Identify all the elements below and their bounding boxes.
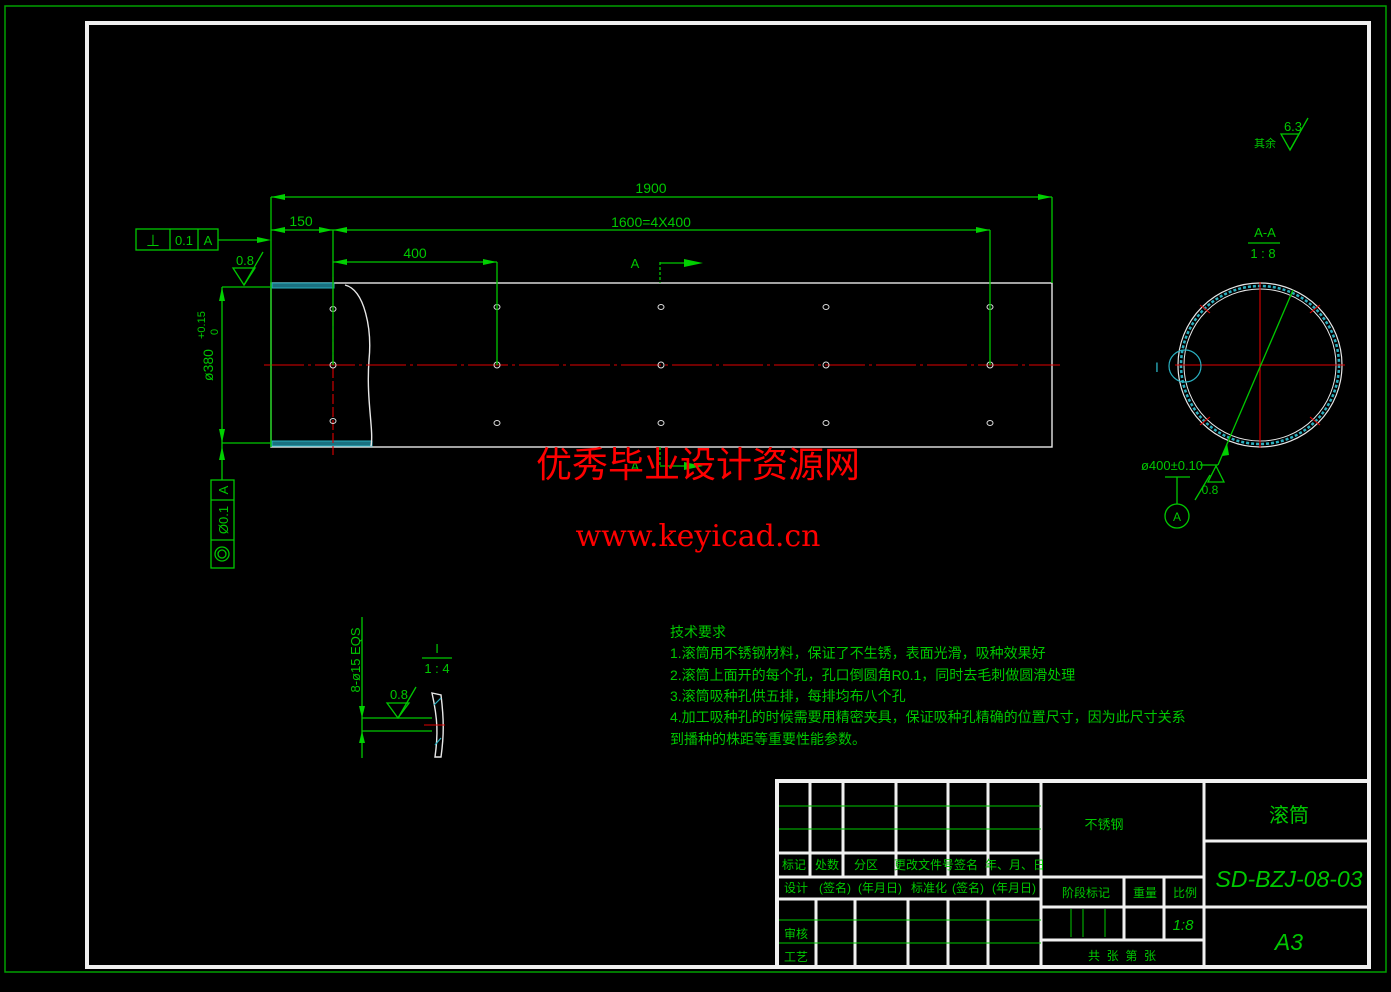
coaxiality-fcf xyxy=(210,479,235,569)
watermark-title: 优秀毕业设计资源网 xyxy=(536,445,860,486)
detail-label: I xyxy=(435,641,439,656)
tb-scale-value: 1:8 xyxy=(1173,917,1195,934)
tech-item: 3.滚筒吸种孔供五排，每排均布八个孔 xyxy=(670,688,906,704)
section-view: A-A 1 : 8 I ø400±0.10 0.8 A xyxy=(1141,225,1345,529)
sheet-outer-frame xyxy=(4,5,1387,973)
coaxiality-tolerance: Ø0.1 xyxy=(216,506,231,534)
tb-part-name: 滚筒 xyxy=(1269,804,1309,827)
tech-requirements-title: 技术要求 xyxy=(670,624,726,640)
section-datum: A xyxy=(1173,510,1181,524)
general-roughness-value: 6.3 xyxy=(1284,119,1302,134)
wall-hatch-top xyxy=(271,282,335,289)
tb-sheets: 共 张 第 张 xyxy=(1088,949,1156,963)
tb-material: 不锈钢 xyxy=(1084,817,1123,832)
tb-review: 审核 xyxy=(784,926,808,941)
fcf-datum: A xyxy=(204,233,213,248)
detail-marker-circle xyxy=(1168,349,1202,383)
section-diameter: ø400±0.10 xyxy=(1141,458,1203,473)
detail-scale: 1 : 4 xyxy=(424,661,449,676)
tb-rev-docno: 更改文件号 xyxy=(894,857,954,872)
tech-item: 2.滚筒上面开的每个孔，孔口倒圆角R0.1，同时去毛刺做圆滑处理 xyxy=(670,667,1075,683)
section-marker-top: A xyxy=(631,256,640,271)
dim-diameter-tol-upper: +0.15 xyxy=(196,311,208,339)
dim-diameter-tol-lower: 0 xyxy=(209,329,221,335)
roughness-symbol-icon xyxy=(1206,464,1226,483)
tb-rev-count: 处数 xyxy=(815,857,839,872)
tb-standard: 标准化 xyxy=(911,881,947,895)
tb-stage-mark: 阶段标记 xyxy=(1062,885,1110,900)
title-block: 标记 处数 分区 更改文件号 签名 年、月、日 设计 (签名) (年月日) 标准… xyxy=(775,779,1371,969)
roughness-symbol-icon xyxy=(1279,133,1301,152)
hole-callout: 8-ø15 EQS xyxy=(348,627,363,692)
main-view: 1900 150 1600=4X400 400 A A ⊥ 0.1 A xyxy=(135,180,1060,569)
tb-sheet-size: A3 xyxy=(1273,929,1303,955)
tb-standard-date: (年月日) xyxy=(992,881,1036,895)
tb-design-sign: (签名) xyxy=(819,880,851,895)
tb-process: 工艺 xyxy=(784,950,808,964)
detail-roughness: 0.8 xyxy=(390,687,408,702)
tb-design: 设计 xyxy=(784,881,808,895)
wall-hatch-bottom xyxy=(271,440,373,447)
break-line xyxy=(344,284,373,447)
detail-marker-label: I xyxy=(1155,359,1159,375)
general-roughness: 其余 6.3 xyxy=(1254,117,1309,152)
section-marker-bottom: A xyxy=(631,459,640,474)
general-roughness-label: 其余 xyxy=(1254,136,1276,150)
tech-requirements: 技术要求 1.滚筒用不锈钢材料，保证了不生锈，表面光滑，吸种效果好 2.滚筒上面… xyxy=(670,624,1186,747)
section-scale: 1 : 8 xyxy=(1250,246,1275,261)
tech-item: 4.加工吸种孔的时候需要用精密夹具，保证吸种孔精确的位置尺寸，因为此尺寸关系 xyxy=(670,709,1186,725)
watermark-url: www.keyicad.cn xyxy=(575,519,820,554)
section-roughness: 0.8 xyxy=(1202,483,1219,497)
coaxiality-icon xyxy=(214,546,230,562)
tb-drawing-number: SD-BZJ-08-03 xyxy=(1216,866,1363,892)
tb-rev-date: 年、月、日 xyxy=(985,858,1045,872)
tb-rev-zone: 分区 xyxy=(854,858,878,872)
dim-end-offset: 150 xyxy=(289,213,313,229)
fcf-tolerance: 0.1 xyxy=(175,233,193,248)
roughness-symbol-icon xyxy=(385,702,411,720)
dim-hole-pitch: 400 xyxy=(403,245,427,261)
tech-item: 1.滚筒用不锈钢材料，保证了不生锈，表面光滑，吸种效果好 xyxy=(670,645,1046,661)
detail-wall-section xyxy=(431,692,444,758)
tb-rev-sign: 签名 xyxy=(954,857,978,872)
tb-design-date: (年月日) xyxy=(858,881,902,895)
detail-view: 8-ø15 EQS 0.8 I 1 : 4 xyxy=(348,617,452,758)
tb-standard-sign: (签名) xyxy=(952,880,984,895)
roughness-top-value: 0.8 xyxy=(236,253,254,268)
datum-circle xyxy=(1164,503,1190,529)
coaxiality-datum: A xyxy=(216,485,231,494)
tb-weight: 重量 xyxy=(1133,886,1157,900)
perpendicularity-icon: ⊥ xyxy=(146,233,160,250)
tb-rev-mark: 标记 xyxy=(782,858,806,872)
section-label: A-A xyxy=(1254,225,1276,240)
tech-item: 到播种的株距等重要性能参数。 xyxy=(670,731,866,747)
dim-overall-length: 1900 xyxy=(635,180,666,196)
tb-scale-label: 比例 xyxy=(1173,886,1197,900)
dim-hole-span: 1600=4X400 xyxy=(611,214,691,230)
dim-diameter-main: ø380 xyxy=(200,349,216,381)
drawing-border xyxy=(85,21,1371,969)
